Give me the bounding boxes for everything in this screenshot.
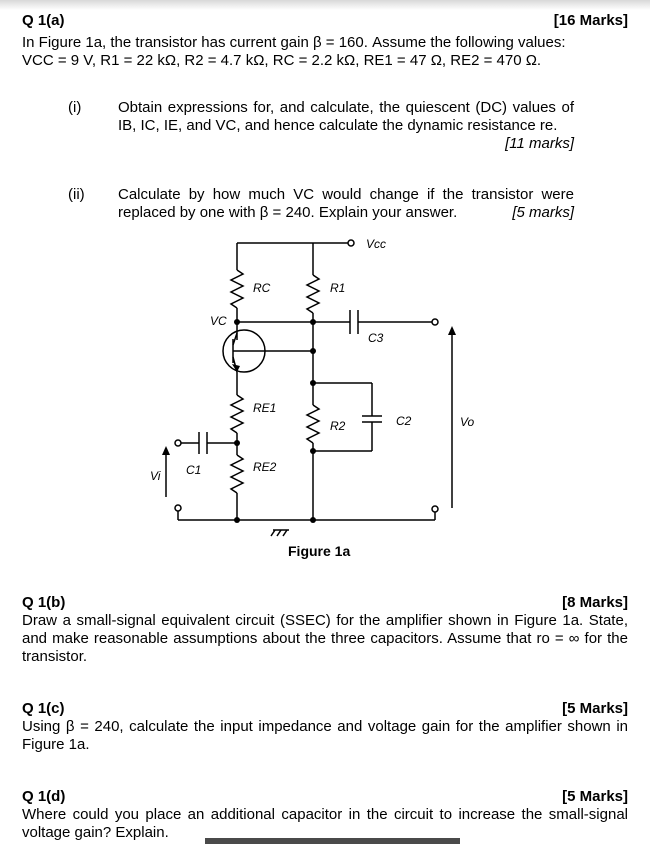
- q1a-values: VCC = 9 V, R1 = 22 kΩ, R2 = 4.7 kΩ, RC =…: [22, 52, 542, 69]
- top-shadow: [0, 0, 650, 10]
- q1d-text: Where could you place an additional capa…: [22, 806, 628, 841]
- label-rc: RC: [253, 281, 271, 295]
- figure-caption: Figure 1a: [288, 543, 350, 559]
- vi-arrow-icon: [162, 446, 170, 455]
- label-re1: RE1: [253, 401, 276, 415]
- part-ii-number: (ii): [68, 186, 85, 203]
- part-i-body: Obtain expressions for, and calculate, t…: [118, 99, 574, 153]
- q1a-marks: [16 Marks]: [553, 12, 628, 29]
- circuit-nodes: [162, 319, 456, 523]
- q1b-text: Draw a small-signal equivalent circuit (…: [22, 612, 628, 665]
- part-ii-text: Calculate by how much VC would change if…: [118, 186, 574, 221]
- circuit-diagram: Vcc RC R1 VC C3 RE1 R2 C2 Vo C1 RE2 Vi F…: [150, 237, 475, 559]
- label-r1: R1: [330, 281, 345, 295]
- label-vcc: Vcc: [366, 237, 386, 251]
- part-ii-marks: [5 marks]: [512, 204, 574, 221]
- q1b-marks: [8 Marks]: [562, 594, 628, 611]
- q1d-heading-row: Q 1(d) [5 Marks]: [22, 788, 628, 805]
- q1c-heading: Q 1(c): [22, 700, 65, 717]
- part-i-marks: [11 marks]: [505, 135, 574, 152]
- q1d-heading: Q 1(d): [22, 788, 66, 805]
- bottom-overlay-bar: [205, 838, 460, 844]
- label-vi: Vi: [150, 469, 161, 483]
- label-c1: C1: [186, 463, 201, 477]
- q1a-intro: In Figure 1a, the transistor has current…: [22, 34, 628, 70]
- label-c3: C3: [368, 331, 384, 345]
- label-c2: C2: [396, 414, 412, 428]
- part-i-text: Obtain expressions for, and calculate, t…: [118, 99, 574, 134]
- q1c-marks: [5 Marks]: [562, 700, 628, 717]
- q1a-heading-row: Q 1(a) [16 Marks]: [22, 12, 628, 29]
- q1d-marks: [5 Marks]: [562, 788, 628, 805]
- label-re2: RE2: [253, 460, 277, 474]
- q1c-text: Using β = 240, calculate the input imped…: [22, 718, 628, 753]
- part-ii-body: Calculate by how much VC would change if…: [118, 186, 574, 222]
- label-vc: VC: [210, 314, 227, 328]
- emitter-arrow-icon: [232, 364, 240, 372]
- label-r2: R2: [330, 419, 346, 433]
- q1a-heading: Q 1(a): [22, 12, 65, 29]
- q1a-intro-line: In Figure 1a, the transistor has current…: [22, 34, 566, 51]
- q1c-heading-row: Q 1(c) [5 Marks]: [22, 700, 628, 717]
- vo-arrow-icon: [448, 326, 456, 335]
- label-vo: Vo: [460, 415, 475, 429]
- circuit-wires: [165, 239, 453, 537]
- part-i-number: (i): [68, 99, 82, 116]
- q1b-heading-row: Q 1(b) [8 Marks]: [22, 594, 628, 611]
- q1b-heading: Q 1(b): [22, 594, 66, 611]
